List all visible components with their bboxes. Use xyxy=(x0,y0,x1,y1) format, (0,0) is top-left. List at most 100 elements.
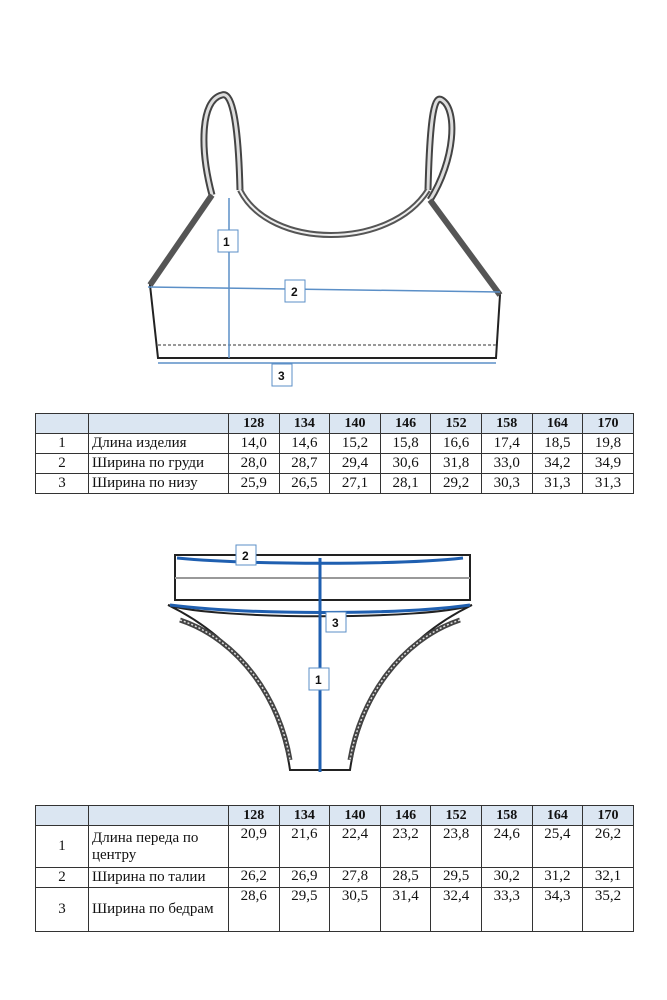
size-header: 152 xyxy=(430,413,482,434)
measurement-label: Ширина по низу xyxy=(88,473,229,494)
measurement-value: 34,2 xyxy=(531,453,584,474)
measurement-value: 29,5 xyxy=(430,867,482,888)
size-header: 128 xyxy=(228,805,280,826)
measure-marker-3: 3 xyxy=(325,611,347,633)
measurement-value: 22,4 xyxy=(329,825,381,868)
size-header: 170 xyxy=(582,413,634,434)
row-number: 1 xyxy=(35,433,89,454)
bra-top-sketch: 1 2 3 xyxy=(147,91,503,387)
size-header: 134 xyxy=(278,805,331,826)
measurement-value: 30,5 xyxy=(329,887,381,932)
measurement-value: 26,2 xyxy=(228,867,280,888)
measurement-value: 27,8 xyxy=(329,867,381,888)
measurement-value: 14,6 xyxy=(278,433,331,454)
row-number: 3 xyxy=(35,473,89,494)
measurement-value: 31,4 xyxy=(379,887,432,932)
measurement-label: Длина переда по центру xyxy=(88,825,229,868)
size-header: 164 xyxy=(531,413,584,434)
measure-marker-1: 1 xyxy=(308,667,330,691)
measurement-value: 25,9 xyxy=(228,473,280,494)
size-header: 146 xyxy=(379,805,432,826)
measurement-value: 28,5 xyxy=(379,867,432,888)
size-header: 152 xyxy=(430,805,482,826)
measurement-value: 28,6 xyxy=(228,887,280,932)
measurement-value: 28,1 xyxy=(379,473,432,494)
measurement-value: 35,2 xyxy=(582,887,634,932)
size-header: 158 xyxy=(480,413,533,434)
row-number: 2 xyxy=(35,867,89,888)
measurement-value: 26,9 xyxy=(278,867,331,888)
briefs-sketch: 2 3 1 xyxy=(167,544,473,772)
measurement-value: 26,5 xyxy=(278,473,331,494)
svg-text:1: 1 xyxy=(223,235,230,249)
measurement-value: 33,3 xyxy=(480,887,533,932)
header-blank xyxy=(35,413,89,434)
row-number: 3 xyxy=(35,887,89,932)
size-header: 134 xyxy=(278,413,331,434)
measurement-value: 29,4 xyxy=(329,453,381,474)
measurement-value: 18,5 xyxy=(531,433,584,454)
size-header: 146 xyxy=(379,413,432,434)
measurement-value: 29,5 xyxy=(278,887,331,932)
measurement-value: 34,9 xyxy=(582,453,634,474)
measure-marker-2: 2 xyxy=(284,279,306,303)
measurement-value: 14,0 xyxy=(228,433,280,454)
svg-text:3: 3 xyxy=(278,369,285,383)
measurement-value: 20,9 xyxy=(228,825,280,868)
measure-marker-2: 2 xyxy=(235,544,257,566)
size-header: 140 xyxy=(329,805,381,826)
row-number: 2 xyxy=(35,453,89,474)
size-header: 164 xyxy=(531,805,584,826)
measurement-value: 21,6 xyxy=(278,825,331,868)
row-number: 1 xyxy=(35,825,89,868)
measurement-value: 30,2 xyxy=(480,867,533,888)
measurement-label: Ширина по груди xyxy=(88,453,229,474)
measurement-value: 25,4 xyxy=(531,825,584,868)
header-blank xyxy=(35,805,89,826)
svg-text:2: 2 xyxy=(242,549,249,563)
measurement-value: 28,0 xyxy=(228,453,280,474)
header-blank xyxy=(88,413,229,434)
measurement-value: 17,4 xyxy=(480,433,533,454)
measure-marker-3: 3 xyxy=(271,363,293,387)
svg-text:2: 2 xyxy=(291,285,298,299)
size-header: 170 xyxy=(582,805,634,826)
header-blank xyxy=(88,805,229,826)
measurement-value: 15,2 xyxy=(329,433,381,454)
measurement-value: 28,7 xyxy=(278,453,331,474)
measurement-value: 30,3 xyxy=(480,473,533,494)
measurement-value: 26,2 xyxy=(582,825,634,868)
measurement-value: 27,1 xyxy=(329,473,381,494)
measurement-value: 15,8 xyxy=(379,433,432,454)
size-header: 158 xyxy=(480,805,533,826)
measurement-value: 32,4 xyxy=(430,887,482,932)
measure-marker-1: 1 xyxy=(217,229,239,253)
measurement-label: Ширина по бедрам xyxy=(88,887,229,932)
measurement-value: 34,3 xyxy=(531,887,584,932)
measurement-value: 23,8 xyxy=(430,825,482,868)
measurement-value: 19,8 xyxy=(582,433,634,454)
measurement-value: 31,3 xyxy=(582,473,634,494)
measurement-value: 32,1 xyxy=(582,867,634,888)
measurement-value: 16,6 xyxy=(430,433,482,454)
measurement-value: 33,0 xyxy=(480,453,533,474)
measurement-value: 31,2 xyxy=(531,867,584,888)
size-header: 140 xyxy=(329,413,381,434)
measurement-label: Ширина по талии xyxy=(88,867,229,888)
measurement-value: 23,2 xyxy=(379,825,432,868)
svg-text:1: 1 xyxy=(315,673,322,687)
svg-text:3: 3 xyxy=(332,616,339,630)
measurement-value: 29,2 xyxy=(430,473,482,494)
measurement-value: 31,3 xyxy=(531,473,584,494)
measurement-value: 30,6 xyxy=(379,453,432,474)
